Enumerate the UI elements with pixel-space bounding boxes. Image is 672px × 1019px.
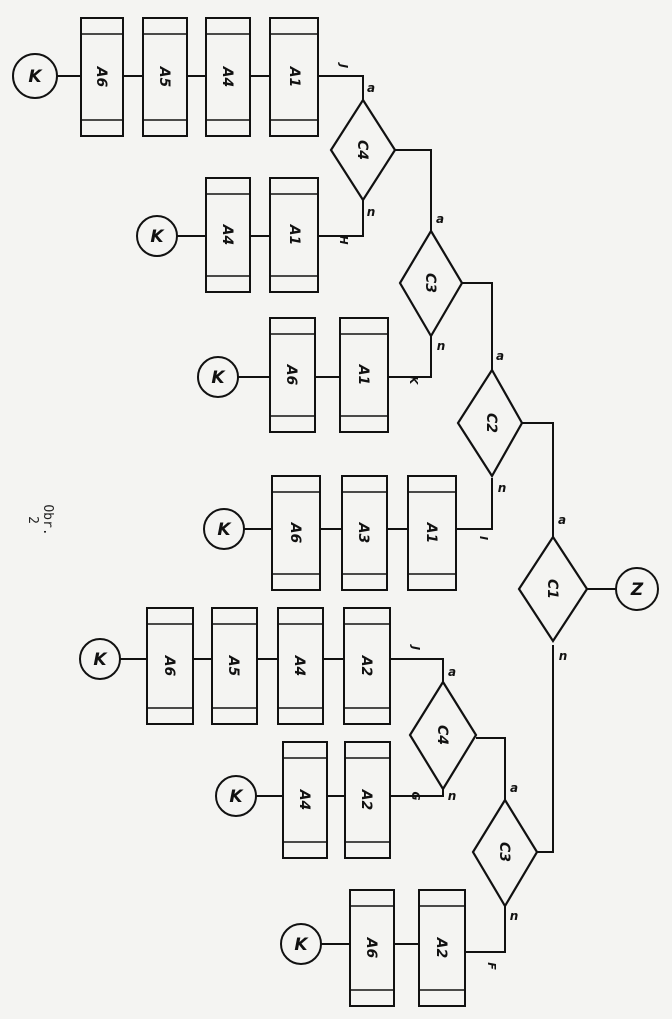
end-terminal — [203, 508, 245, 550]
branch-no-label: n — [559, 649, 568, 663]
start-label: Z — [630, 580, 644, 600]
branch-yes-label: a — [496, 349, 504, 363]
decision-label: C3 — [496, 842, 512, 862]
step-label: A6 — [283, 364, 299, 386]
process-box — [343, 607, 391, 725]
branch-yes-label: a — [436, 212, 444, 226]
process-box — [341, 475, 388, 591]
process-box — [205, 17, 251, 137]
process-box — [269, 17, 319, 137]
step-label: A6 — [287, 522, 303, 544]
end-label: K — [217, 520, 232, 540]
process-box — [339, 317, 389, 433]
decision-label: C3 — [422, 273, 438, 293]
step-label: A6 — [363, 937, 379, 959]
process-box — [349, 889, 395, 1007]
decision-c4-lower — [408, 679, 478, 792]
decision-label: C4 — [354, 140, 370, 160]
step-label: A2 — [358, 789, 374, 811]
step-label: A5 — [156, 66, 172, 88]
process-box — [205, 177, 251, 293]
group-tag: K — [407, 376, 420, 386]
decision-c3-lower — [471, 797, 539, 909]
step-label: A4 — [219, 224, 235, 246]
decision-c3 — [398, 228, 464, 339]
branch-yes-label: a — [510, 781, 518, 795]
decision-c2 — [456, 367, 524, 479]
branch-no-label: n — [510, 909, 519, 923]
step-label: A6 — [161, 655, 177, 677]
decision-c1 — [517, 534, 589, 644]
end-terminal — [197, 356, 239, 398]
branch-no-label: n — [367, 205, 376, 219]
process-box — [142, 17, 188, 137]
end-label: K — [211, 368, 226, 388]
group-tag: J — [409, 644, 422, 650]
decision-label: C4 — [434, 725, 450, 745]
branch-no-label: n — [437, 339, 446, 353]
step-label: A1 — [423, 522, 439, 544]
group-tag: J — [337, 62, 350, 68]
decision-label: C1 — [544, 579, 560, 599]
process-box — [282, 741, 328, 859]
process-box — [146, 607, 194, 725]
step-label: A1 — [286, 66, 302, 88]
process-box — [269, 177, 319, 293]
decision-label: C2 — [483, 413, 499, 433]
end-label: K — [93, 650, 108, 670]
branch-no-label: n — [498, 481, 507, 495]
step-label: A1 — [355, 364, 371, 386]
process-box — [269, 317, 316, 433]
end-label: K — [294, 935, 309, 955]
process-box — [344, 741, 391, 859]
process-box — [271, 475, 321, 591]
step-label: A6 — [93, 66, 109, 88]
group-tag: G — [409, 791, 422, 800]
step-label: A4 — [219, 66, 235, 88]
end-terminal — [215, 775, 257, 817]
end-terminal — [12, 53, 58, 99]
branch-yes-label: a — [558, 513, 566, 527]
group-tag: H — [337, 235, 350, 244]
end-terminal — [136, 215, 178, 257]
end-label: K — [28, 67, 43, 87]
end-label: K — [150, 227, 165, 247]
step-label: A5 — [225, 655, 241, 677]
process-box — [418, 889, 466, 1007]
end-terminal — [79, 638, 121, 680]
group-tag: I — [477, 536, 490, 540]
step-label: A2 — [433, 937, 449, 959]
end-label: K — [229, 787, 244, 807]
process-box — [277, 607, 324, 725]
end-terminal — [280, 923, 322, 965]
step-label: A4 — [296, 789, 312, 811]
step-label: A4 — [291, 655, 307, 677]
process-box — [211, 607, 258, 725]
branch-no-label: n — [448, 789, 457, 803]
process-box — [407, 475, 457, 591]
step-label: A2 — [358, 655, 374, 677]
branch-yes-label: a — [367, 81, 375, 95]
decision-c4 — [329, 97, 397, 203]
step-label: A1 — [286, 224, 302, 246]
group-tag: F — [485, 962, 498, 970]
figure-caption: Obr. 2 — [25, 504, 55, 536]
process-box — [80, 17, 124, 137]
step-label: A3 — [355, 522, 371, 544]
branch-yes-label: a — [448, 665, 456, 679]
